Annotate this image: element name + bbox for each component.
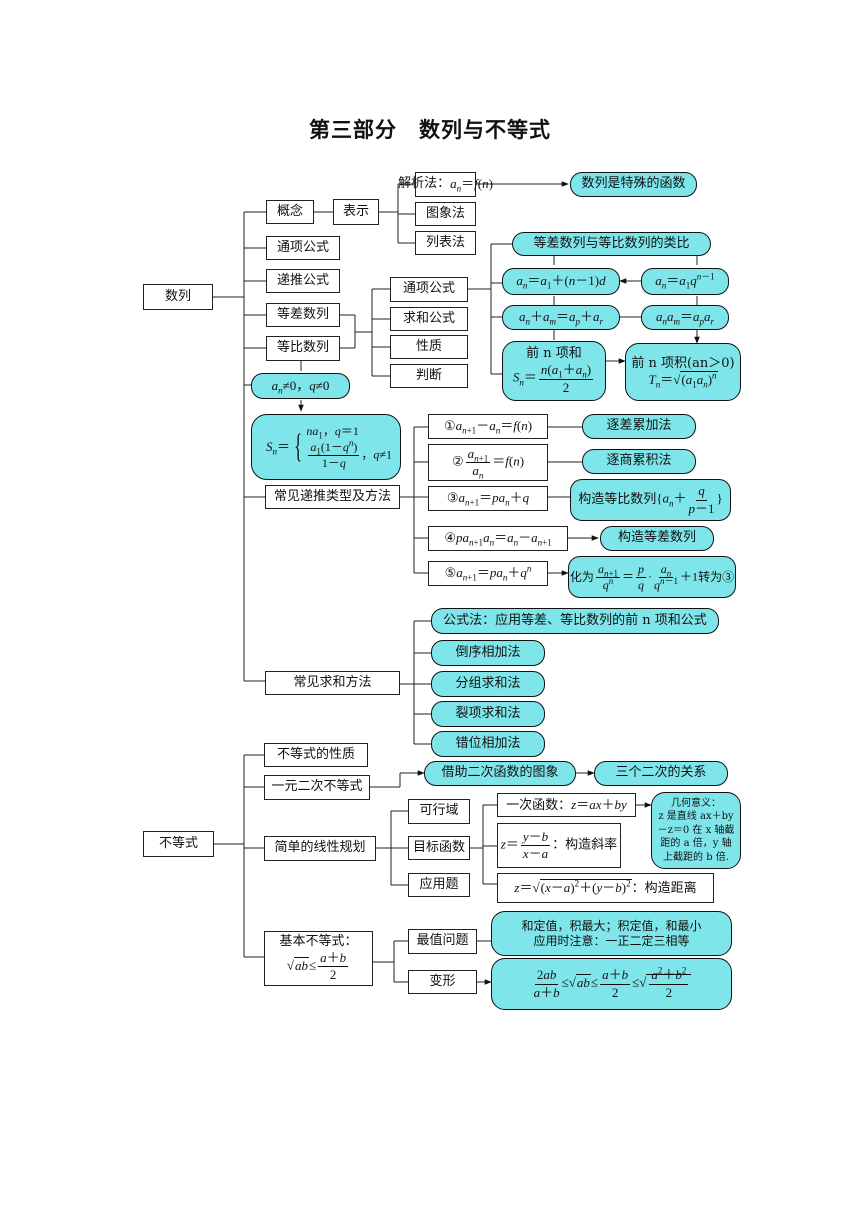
node-linear-obj: 一次函数：z＝ax＋by [497, 793, 636, 817]
node-rec4: ④pan+1an＝an－an+1 [428, 526, 568, 551]
node-arith-sum: 前 n 项和 Sn＝n(a1＋an)2 [502, 341, 606, 401]
node-extremum: 最值问题 [408, 929, 477, 954]
node-objective: 目标函数 [408, 836, 470, 860]
node-representation: 表示 [333, 199, 379, 225]
basic-label: 基本不等式： [279, 933, 358, 949]
page-title: 第三部分 数列与不等式 [309, 118, 551, 142]
node-arithmetic: 等差数列 [266, 303, 340, 327]
node-feasible: 可行域 [408, 799, 470, 824]
node-rec5: ⑤an+1＝pan＋qn [428, 561, 548, 586]
node-extremum-notes: 和定值，积最大；积定值，和最小 应用时注意：一正二定三相等 [491, 911, 732, 956]
arith-sum-label: 前 n 项和 [526, 346, 582, 362]
node-recurrence-types: 常见递推类型及方法 [265, 485, 400, 509]
geo-prod-label: 前 n 项积(an＞0) [631, 355, 735, 371]
node-geo-condition: an≠0，q≠0 [251, 373, 350, 399]
node-quadratic: 一元二次不等式 [264, 775, 370, 800]
node-inequality-root: 不等式 [143, 831, 214, 857]
node-rec4-method: 构造等差数列 [600, 526, 714, 551]
node-application: 应用题 [408, 873, 470, 897]
node-analogy-title: 等差数列与等比数列的类比 [512, 232, 711, 256]
node-arith-general: an＝a1＋(n－1)d [502, 268, 620, 295]
node-graph-method: 图象法 [415, 202, 476, 226]
node-sum3: 分组求和法 [431, 671, 545, 697]
node-sub-judge: 判断 [390, 364, 468, 388]
node-ineq-properties: 不等式的性质 [264, 743, 368, 767]
node-geometric: 等比数列 [266, 336, 340, 361]
node-sum2: 倒序相加法 [431, 640, 545, 666]
analytic-method-label: 解析法： [398, 176, 451, 192]
node-geo-product: 前 n 项积(an＞0) Tn＝√(a1an)n [625, 343, 741, 401]
node-special-function: 数列是特殊的函数 [570, 172, 697, 197]
node-sub-general: 通项公式 [390, 277, 468, 302]
node-rec1-method: 逐差累加法 [582, 414, 696, 439]
node-recurrence: 递推公式 [266, 269, 340, 293]
node-sequence-root: 数列 [143, 284, 213, 310]
node-rec1: ①an+1－an＝f(n) [428, 414, 548, 439]
node-geo-general: an＝a1qn－1 [641, 268, 729, 295]
node-geo-property: anam＝apar [641, 305, 729, 330]
node-transform: 变形 [408, 970, 477, 994]
node-sum4: 裂项求和法 [431, 701, 545, 727]
sum1-text: 公式法：应用等差、等比数列的前 n 项和公式 [443, 612, 707, 628]
node-general-term: 通项公式 [266, 236, 340, 260]
node-sub-property: 性质 [390, 335, 468, 359]
geo-meaning-title: 几何意义： [671, 797, 721, 809]
node-linear-programming: 简单的线性规划 [264, 836, 376, 861]
node-sum1: 公式法：应用等差、等比数列的前 n 项和公式 [431, 608, 719, 634]
geo-meaning-text: z 是直线 ax＋by－z＝0 在 x 轴截距的 a 倍，y 轴上截距的 b 倍… [657, 811, 735, 863]
node-geo-sum-formula: Sn＝{ na1，q＝1 a1(1－qn)1－q，q≠1 [251, 414, 401, 480]
node-analytic-method: 解析法：an＝f(n) [398, 172, 493, 197]
node-sum-methods: 常见求和方法 [265, 671, 400, 695]
node-dist-obj: z＝√(x－a)2＋(y－b)2：构造距离 [497, 873, 714, 903]
node-sum5: 错位相加法 [431, 731, 545, 757]
extremum-line1: 和定值，积最大；积定值，和最小 [521, 918, 702, 933]
node-arith-property: an＋am＝ap＋ar [502, 305, 620, 330]
node-rec3: ③an+1＝pan＋q [428, 486, 548, 511]
node-rec2-method: 逐商累积法 [582, 449, 696, 474]
node-quadratic-graph: 借助二次函数的图象 [424, 761, 576, 786]
extremum-line2: 应用时注意：一正二定三相等 [533, 933, 690, 948]
node-concept: 概念 [266, 200, 314, 224]
node-geo-meaning: 几何意义： z 是直线 ax＋by－z＝0 在 x 轴截距的 a 倍，y 轴上截… [651, 792, 741, 869]
node-table-method: 列表法 [415, 231, 476, 255]
node-three-quadratics: 三个二次的关系 [594, 761, 728, 786]
node-sub-sum: 求和公式 [390, 307, 468, 331]
